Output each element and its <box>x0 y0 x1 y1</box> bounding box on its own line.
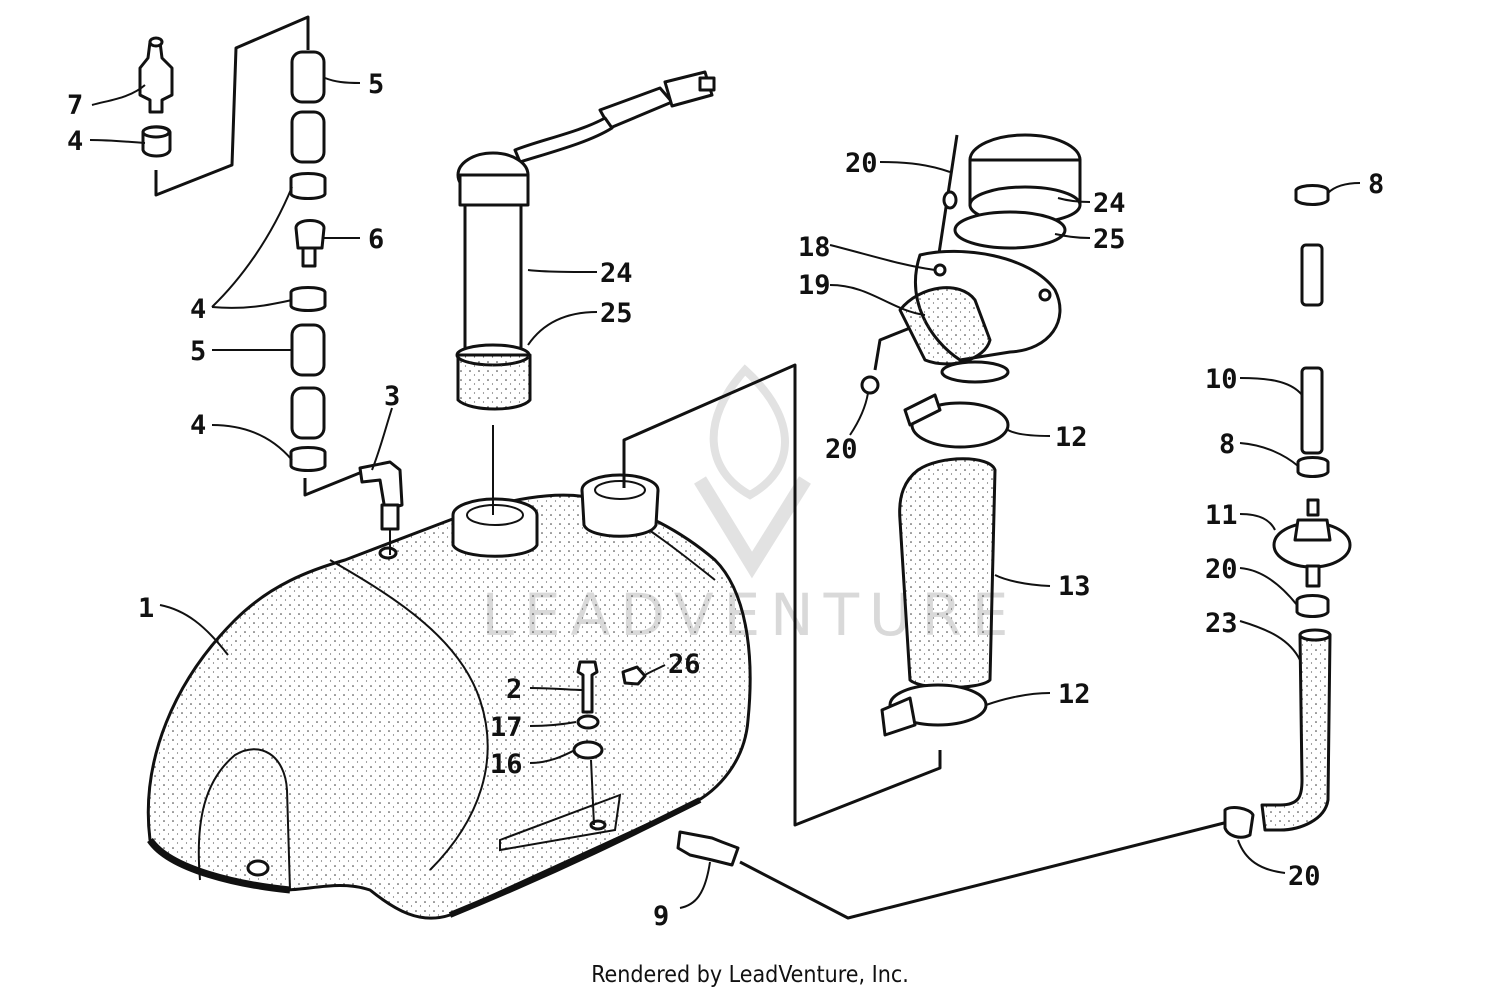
routing-line-drain <box>739 820 1229 920</box>
callout-25: 25 <box>1093 224 1126 255</box>
hose-assembly-left <box>289 50 327 472</box>
callout-13: 13 <box>1058 571 1091 602</box>
callout-16: 18 <box>798 232 831 263</box>
callout-22: 24 <box>600 258 633 289</box>
callout-17: 19 <box>798 270 831 301</box>
routing-line-hose-to-elbow <box>303 470 363 497</box>
fuel-filter-line <box>1223 184 1352 839</box>
callout-12: 12 <box>1058 679 1091 710</box>
callout-23: 25 <box>600 298 633 329</box>
callout-8: 8 <box>1219 429 1235 460</box>
callout-3: 3 <box>384 381 400 412</box>
callout-8: 8 <box>1368 169 1384 200</box>
callout-15: 17 <box>490 712 523 743</box>
callout-21: 23 <box>1205 608 1238 639</box>
callout-26: 26 <box>668 649 701 680</box>
callout-4: 4 <box>190 294 206 325</box>
vent-valve-assembly <box>138 36 174 158</box>
elbow-fitting <box>358 460 404 531</box>
callout-5: 5 <box>368 69 384 100</box>
callout-9: 9 <box>653 901 669 932</box>
callout-5: 5 <box>190 336 206 367</box>
callout-24: 24 <box>1093 188 1126 219</box>
callout-19: 20 <box>825 434 858 465</box>
leader-lines <box>89 77 1361 909</box>
callout-10: 10 <box>1205 364 1238 395</box>
routing-line-top-left <box>154 15 310 197</box>
fuel-level-sender <box>455 70 716 411</box>
callout-1: 1 <box>138 593 154 624</box>
mounting-hardware <box>572 660 647 826</box>
drain-fitting <box>676 830 740 867</box>
callout-4: 4 <box>67 126 83 157</box>
filler-assembly <box>860 133 1082 737</box>
routing-line-neck-to-filler <box>622 363 942 827</box>
callout-7: 7 <box>67 90 83 121</box>
callout-2: 2 <box>506 674 522 705</box>
callout-6: 6 <box>368 224 384 255</box>
routing-line-vent <box>873 326 911 371</box>
footer-credit: Rendered by LeadVenture, Inc. <box>591 962 909 988</box>
callout-20: 20 <box>1205 554 1238 585</box>
callout-20: 20 <box>1288 861 1321 892</box>
callout-12: 12 <box>1055 422 1088 453</box>
callout-14: 16 <box>490 749 523 780</box>
fuel-tank <box>146 473 752 920</box>
callout-18: 20 <box>845 148 878 179</box>
callout-11: 11 <box>1205 500 1238 531</box>
callout-labels: 7 4 5 6 4 5 4 3 24 25 1 2 26 17 16 9 20 … <box>67 69 1384 932</box>
callout-4: 4 <box>190 410 206 441</box>
